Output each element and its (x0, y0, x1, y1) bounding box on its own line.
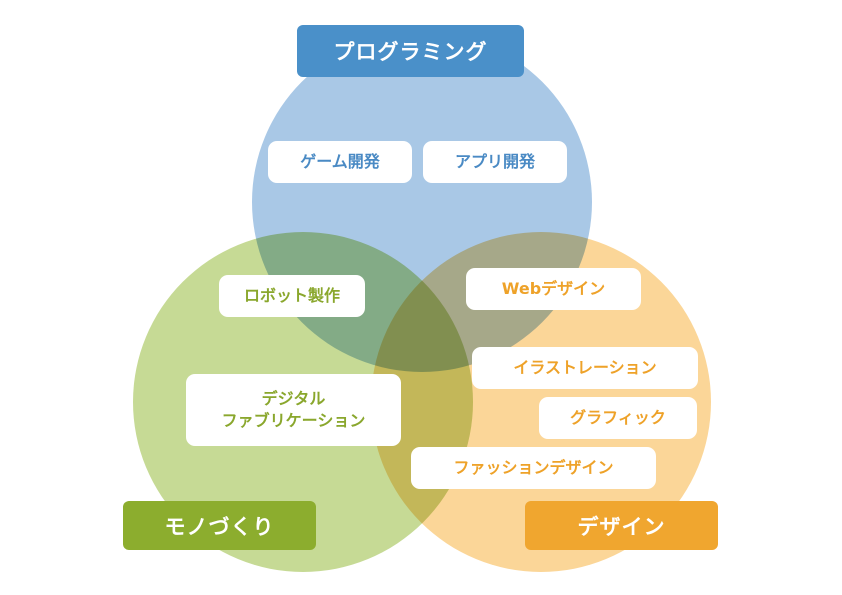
programming-header: プログラミング (297, 25, 524, 77)
tag-app-development: アプリ開発 (423, 141, 567, 183)
monozukuri-header: モノづくり (123, 501, 316, 550)
tag-illustration: イラストレーション (472, 347, 698, 389)
tag-digital-fabrication: デジタル ファブリケーション (186, 374, 401, 446)
tag-game-development: ゲーム開発 (268, 141, 412, 183)
tag-graphic: グラフィック (539, 397, 697, 439)
tag-fashion-design: ファッションデザイン (411, 447, 656, 489)
tag-robot-making: ロボット製作 (219, 275, 365, 317)
tag-web-design: Webデザイン (466, 268, 641, 310)
design-header: デザイン (525, 501, 718, 550)
